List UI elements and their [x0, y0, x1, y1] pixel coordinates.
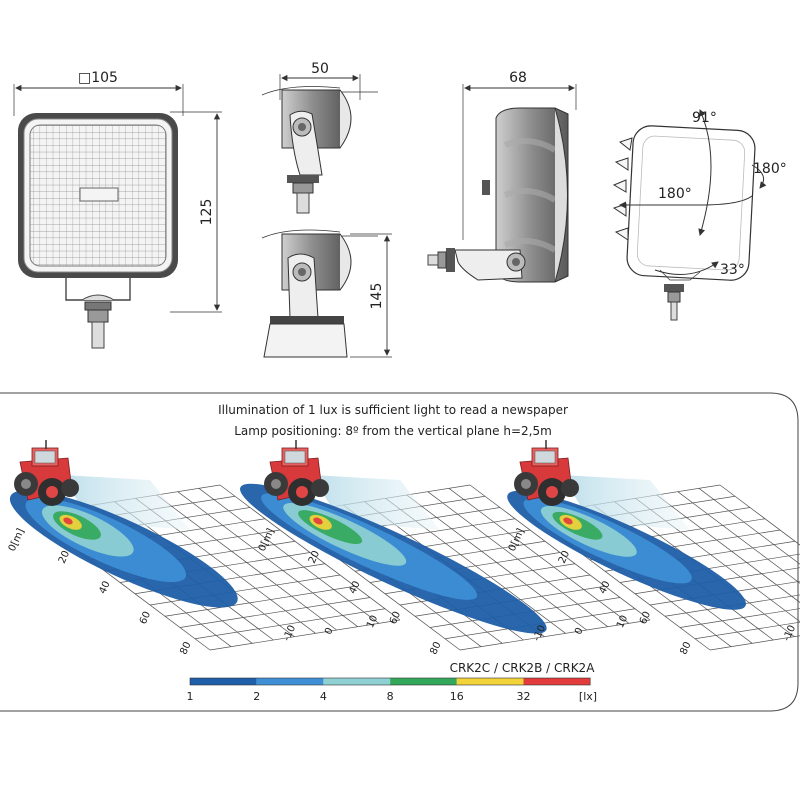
rotation-bottom-label: 33°	[720, 262, 745, 278]
scale-swatch-4	[390, 678, 457, 685]
distance-tick: 60	[388, 610, 403, 626]
distance-tick: 40	[97, 580, 112, 596]
scale-tick: 16	[450, 690, 464, 703]
side-height-label: 145	[369, 283, 385, 310]
panel-line-1: Illumination of 1 lux is sufficient ligh…	[218, 403, 568, 417]
rotation-left-label: 180°	[658, 186, 692, 202]
scale-tick: 2	[253, 690, 260, 703]
lux-unit-label: [lx]	[579, 690, 597, 703]
scale-swatch-2	[256, 678, 324, 685]
distance-tick: 80	[428, 640, 443, 656]
distance-tick: 80	[178, 640, 193, 656]
distance-tick: 20	[57, 549, 72, 565]
illumination-panel: Illumination of 1 lux is sufficient ligh…	[0, 392, 800, 712]
rotation-view: 91° 180° 180° 33°	[612, 109, 787, 321]
tractor-icon	[264, 440, 329, 506]
profile-depth-label: 68	[509, 70, 527, 86]
side-view-bottom: 145	[261, 229, 392, 358]
scale-swatch-5	[456, 678, 524, 685]
distance-tick: 80	[678, 640, 693, 656]
rotation-tilt-label: 91°	[692, 110, 717, 126]
scale-tick: 4	[320, 690, 327, 703]
front-view: □105 125	[13, 70, 222, 349]
lateral-tick: 10	[365, 614, 380, 630]
lateral-tick: 0	[323, 626, 336, 636]
lux-scale: 1 2 4 8 16 32	[187, 677, 591, 703]
distance-tick: 60	[138, 610, 153, 626]
rotated-lamp	[626, 125, 756, 281]
tractor-icon	[14, 440, 79, 506]
distance-tick: 40	[347, 580, 362, 596]
lens-badge	[79, 187, 119, 202]
scale-swatch-1	[190, 678, 257, 685]
ground-plots: 0[m]20406080100-100[m]20406080100-100[m]…	[7, 440, 800, 656]
distance-tick: 40	[597, 580, 612, 596]
scale-swatch-6	[523, 678, 591, 685]
models-label: CRK2C / CRK2B / CRK2A	[450, 661, 596, 675]
mount-bolt	[84, 301, 112, 311]
lux-contour-6	[313, 517, 323, 525]
front-height-label: 125	[199, 199, 215, 226]
distance-tick: 20	[307, 549, 322, 565]
magnetic-base	[263, 323, 348, 358]
side-view-top: 50	[261, 61, 378, 214]
side-width-label: 50	[311, 61, 329, 77]
lux-contour-6	[63, 517, 73, 525]
scale-tick: 8	[387, 690, 394, 703]
lateral-tick: 0	[573, 626, 586, 636]
lux-contour-6	[563, 517, 573, 525]
profile-view: 68	[427, 70, 577, 283]
tractor-icon	[514, 440, 579, 506]
distance-tick: 60	[638, 610, 653, 626]
front-width-label: □105	[78, 70, 118, 86]
scale-tick: 1	[187, 690, 194, 703]
lateral-tick: 10	[615, 614, 630, 630]
panel-line-2: Lamp positioning: 8º from the vertical p…	[234, 424, 552, 438]
scale-swatch-3	[323, 678, 391, 685]
scale-tick: 32	[517, 690, 531, 703]
rotation-right-label: 180°	[753, 161, 787, 177]
distance-tick: 20	[557, 549, 572, 565]
